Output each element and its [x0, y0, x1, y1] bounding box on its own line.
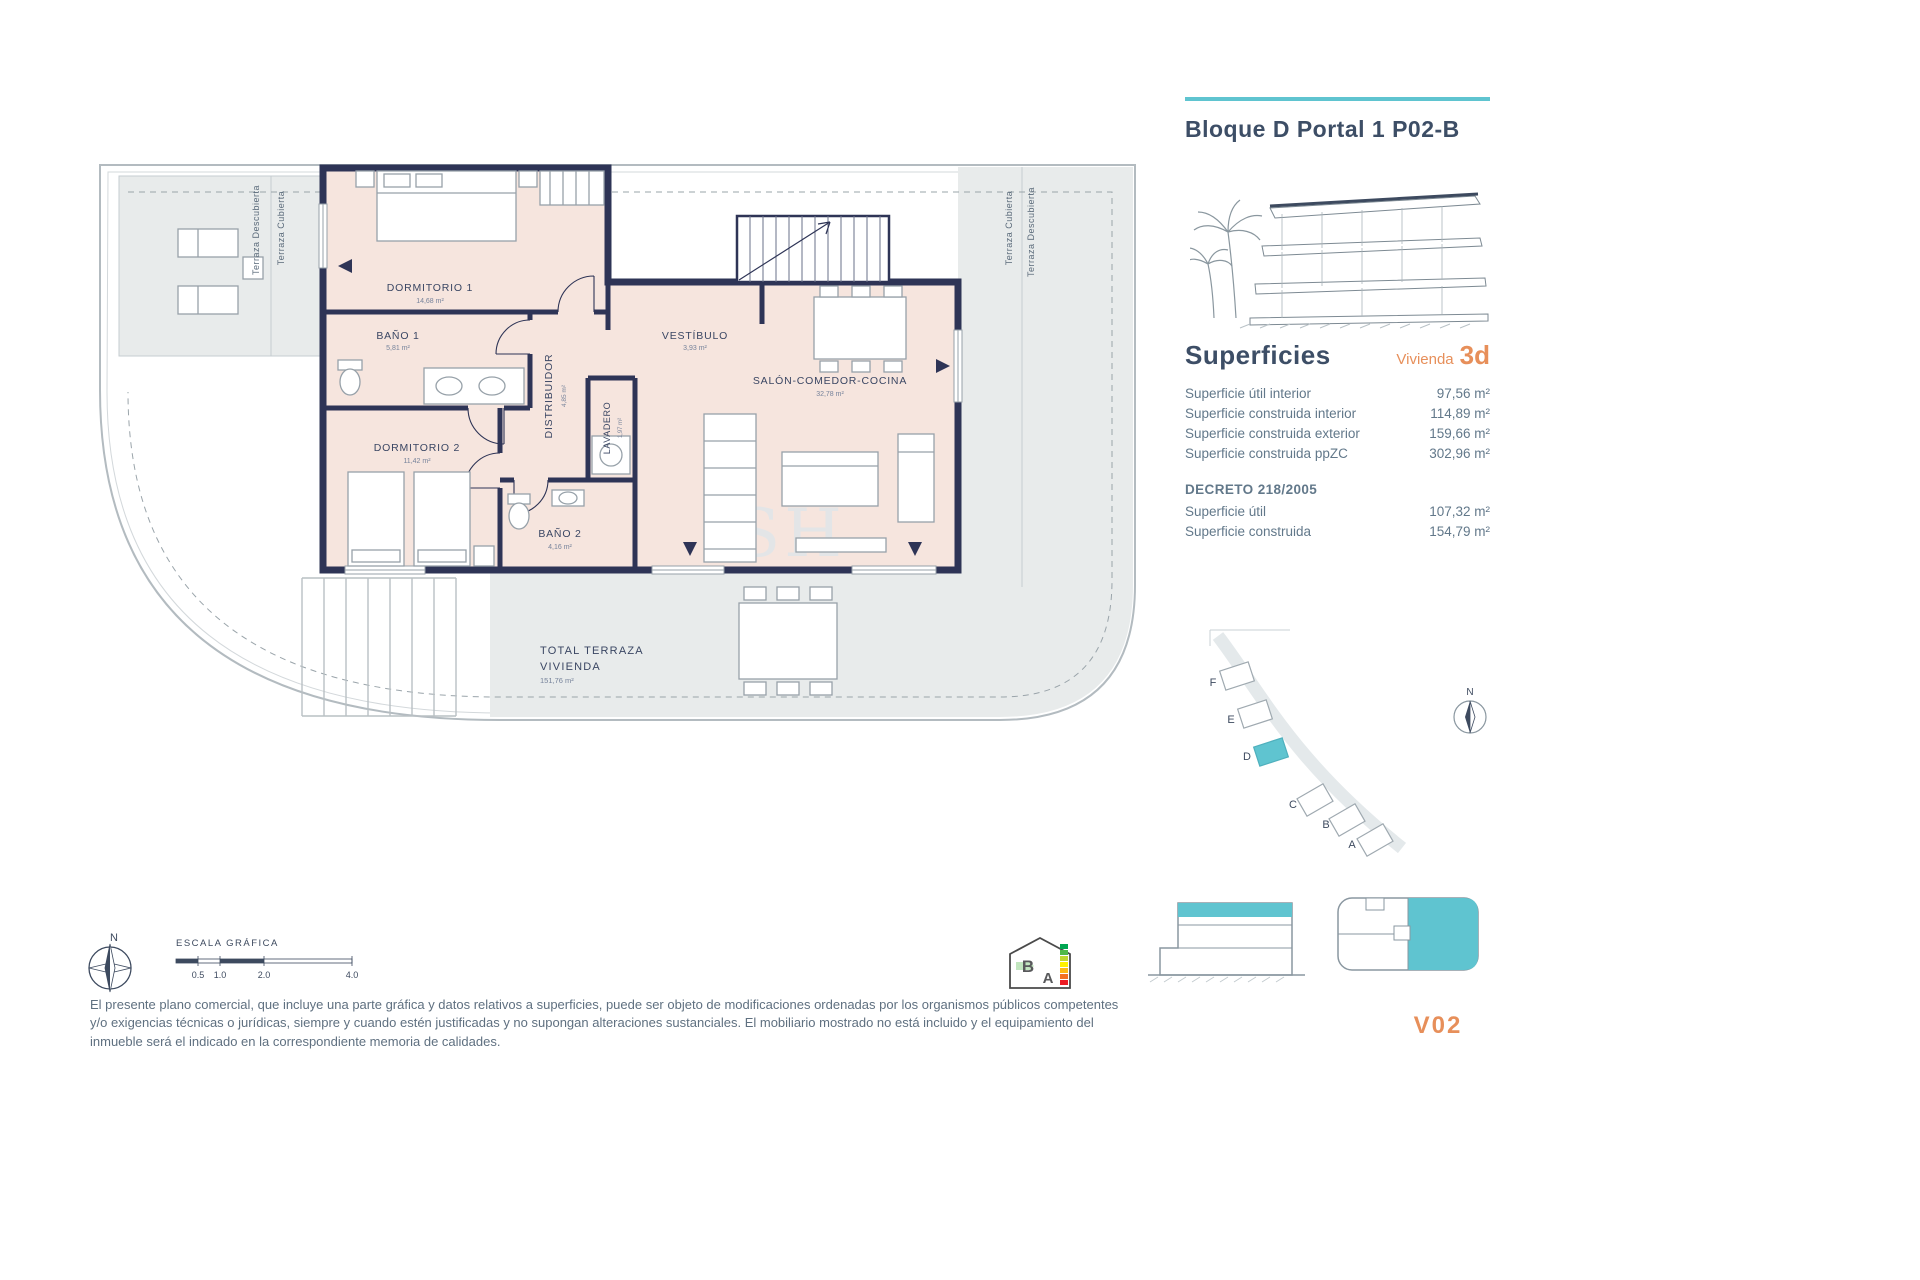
surface-table: Superficie útil interior 97,56 m² Superf…	[1185, 383, 1490, 464]
surface-value: 107,32 m²	[1429, 503, 1490, 519]
energy-letter-a: A	[1043, 970, 1054, 987]
building-section-key	[1148, 902, 1305, 983]
site-blocks	[1218, 661, 1394, 857]
site-block-label: E	[1227, 714, 1234, 726]
scale-tick: 4.0	[346, 970, 359, 980]
surface-value: 97,56 m²	[1436, 385, 1490, 401]
terrace-total-label: TOTAL TERRAZA VIVIENDA 151,76 m²	[540, 645, 644, 685]
surface-value: 154,79 m²	[1429, 523, 1490, 539]
room-label: DISTRIBUIDOR	[543, 354, 555, 439]
surface-label: Superficie útil	[1185, 503, 1267, 519]
surface-row: Superficie construida 154,79 m²	[1185, 521, 1490, 541]
building-illustration	[1190, 192, 1489, 329]
room-area: 4,85 m²	[561, 384, 568, 407]
room-area: 5,81 m²	[386, 345, 410, 352]
decreto-heading: DECRETO 218/2005	[1185, 482, 1318, 497]
surface-label: Superficie construida interior	[1185, 405, 1357, 421]
terrace-side-label: Terraza Descubierta	[251, 185, 261, 275]
compass-north-label: N	[110, 932, 118, 944]
vivienda-type: 3d	[1459, 340, 1490, 370]
unit-highlighted	[1408, 898, 1478, 970]
terrace-total-area: 151,76 m²	[540, 676, 574, 685]
scale-tick: 0.5	[192, 970, 205, 980]
page-title: Bloque D Portal 1 P02-B	[1185, 116, 1460, 142]
site-block-label: C	[1289, 799, 1297, 811]
room-label: LAVADERO	[602, 402, 612, 454]
site-block-label: F	[1210, 677, 1217, 689]
opening-arrows	[338, 259, 950, 556]
surface-row: Superficie construida exterior 159,66 m²	[1185, 423, 1490, 443]
site-plan: F E D C B A N	[1209, 629, 1487, 857]
disclaimer-text: El presente plano comercial, que incluye…	[90, 997, 1119, 1049]
site-block-labels: F E D C B A	[1210, 677, 1357, 851]
site-block-label: B	[1322, 819, 1329, 831]
room-area: 14,68 m²	[416, 298, 444, 305]
unit-code: V02	[1413, 1012, 1463, 1039]
title-rule	[1185, 97, 1490, 101]
surface-value: 159,66 m²	[1429, 425, 1490, 441]
superficies-heading: Superficies	[1185, 340, 1331, 370]
setback-dashed-line	[127, 191, 1113, 698]
interior-walls	[323, 282, 765, 570]
room-label: BAÑO 2	[538, 527, 581, 540]
room-label: DORMITORIO 2	[374, 442, 460, 454]
terrace-total-line1: TOTAL TERRAZA	[540, 645, 644, 657]
surface-row: Superficie útil 107,32 m²	[1185, 501, 1490, 521]
surface-label: Superficie construida exterior	[1185, 425, 1360, 441]
energy-rating-icon: B A	[1009, 936, 1071, 989]
scale-tick: 2.0	[258, 970, 271, 980]
room-area: 32,78 m²	[816, 391, 844, 398]
decreto-table: Superficie útil 107,32 m² Superficie con…	[1185, 501, 1490, 541]
site-compass-north-label: N	[1466, 687, 1473, 698]
graphic-scale: ESCALA GRÁFICA 0.5 1.0 2.0 4.0	[175, 938, 359, 980]
room-label: BAÑO 1	[376, 329, 419, 342]
floor-plan: SH	[99, 164, 1136, 721]
furniture	[177, 170, 935, 696]
surface-row: Superficie construida ppZC 302,96 m²	[1185, 444, 1490, 464]
superficies-header: Superficies Vivienda 3d	[1185, 340, 1490, 371]
room-label: SALÓN-COMEDOR-COCINA	[753, 374, 907, 387]
windows	[318, 203, 963, 575]
energy-letter-b: B	[1022, 957, 1034, 976]
site-road	[1212, 632, 1407, 854]
site-compass: N	[1453, 687, 1487, 734]
vivienda-label: Vivienda	[1396, 351, 1454, 368]
vivienda-tag: Vivienda 3d	[1396, 340, 1490, 371]
room-area: 11,42 m²	[403, 458, 431, 465]
room-label: VESTÍBULO	[662, 329, 728, 342]
site-block-highlighted	[1252, 737, 1290, 767]
exterior-stairs	[301, 577, 457, 717]
surface-row: Superficie construida interior 114,89 m²	[1185, 403, 1490, 423]
surface-value: 302,96 m²	[1429, 446, 1490, 462]
stairwell	[735, 214, 891, 284]
scale-and-compass: N ESCALA GRÁFICA 0.5 1.0 2.0 4.0	[88, 932, 359, 993]
surface-label: Superficie construida	[1185, 523, 1312, 539]
key-diagrams	[1148, 897, 1479, 983]
energy-rainbow	[1060, 944, 1068, 985]
surface-row: Superficie útil interior 97,56 m²	[1185, 383, 1490, 403]
room-area: 3,93 m²	[683, 345, 707, 352]
section-highlighted-floor	[1178, 903, 1292, 917]
scale-tick: 1.0	[214, 970, 227, 980]
surface-label: Superficie útil interior	[1185, 385, 1312, 401]
terrace-total-line2: VIVIENDA	[540, 661, 601, 673]
unit-location-key	[1337, 897, 1479, 971]
scale-label: ESCALA GRÁFICA	[176, 938, 279, 949]
terrace-side-label: Terraza Descubierta	[1026, 187, 1036, 277]
terrace-side-labels: Terraza Descubierta Terraza Cubierta Ter…	[251, 185, 1036, 277]
surface-label: Superficie construida ppZC	[1185, 446, 1348, 462]
surface-value: 114,89 m²	[1430, 405, 1490, 421]
room-area: 4,16 m²	[548, 544, 572, 551]
north-compass: N	[88, 932, 132, 993]
room-area: 1,97 m²	[618, 418, 624, 438]
site-block-label: D	[1243, 751, 1251, 763]
room-labels: DORMITORIO 1 14,68 m² BAÑO 1 5,81 m² DOR…	[374, 282, 907, 551]
site-block-label: A	[1348, 839, 1356, 851]
room-label: DORMITORIO 1	[387, 282, 473, 294]
terrace-side-label: Terraza Cubierta	[276, 191, 286, 266]
terrace-side-label: Terraza Cubierta	[1004, 191, 1014, 266]
